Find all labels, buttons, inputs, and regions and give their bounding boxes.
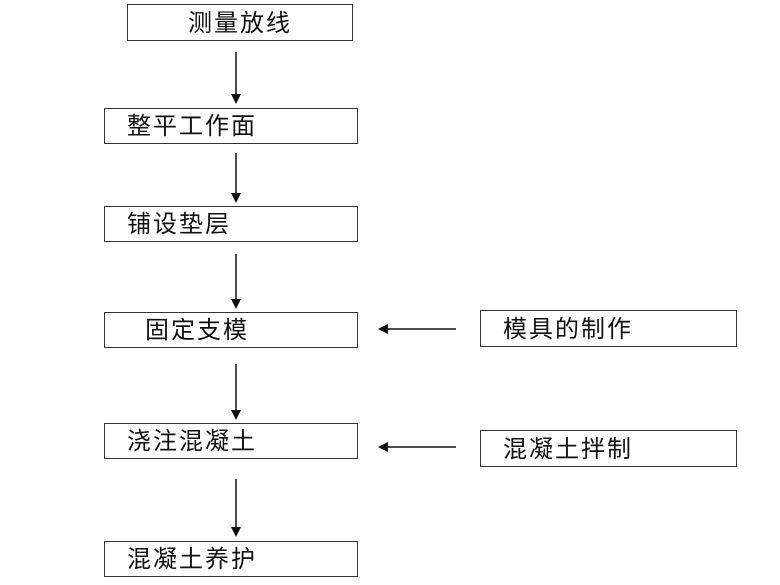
arrow-survey-to-level xyxy=(231,52,241,104)
step-box-pour-concrete: 浇注混凝土 xyxy=(104,423,358,459)
input-label-concrete-mixing: 混凝土拌制 xyxy=(503,434,633,463)
step-label-pour-concrete: 浇注混凝土 xyxy=(127,427,257,455)
input-box-mold-making: 模具的制作 xyxy=(480,310,737,347)
arrow-level-to-cushion xyxy=(231,153,241,203)
input-box-concrete-mixing: 混凝土拌制 xyxy=(480,430,737,467)
step-label-fix-formwork: 固定支模 xyxy=(145,316,249,344)
arrow-cushion-to-formwork xyxy=(231,254,241,309)
arrow-pour-to-curing xyxy=(231,479,241,537)
step-label-concrete-curing: 混凝土养护 xyxy=(127,545,257,573)
step-label-survey: 测量放线 xyxy=(188,8,292,37)
input-label-mold-making: 模具的制作 xyxy=(503,314,633,343)
arrow-mold-to-formwork xyxy=(378,324,456,334)
step-label-lay-cushion: 铺设垫层 xyxy=(127,210,231,238)
step-box-survey: 测量放线 xyxy=(127,4,353,41)
step-box-fix-formwork: 固定支模 xyxy=(104,312,358,348)
step-box-level-surface: 整平工作面 xyxy=(104,108,358,144)
step-label-level-surface: 整平工作面 xyxy=(127,112,257,140)
step-box-concrete-curing: 混凝土养护 xyxy=(104,541,358,577)
arrow-mixing-to-pour xyxy=(378,442,456,452)
step-box-lay-cushion: 铺设垫层 xyxy=(104,206,358,242)
arrow-formwork-to-pour xyxy=(231,364,241,420)
